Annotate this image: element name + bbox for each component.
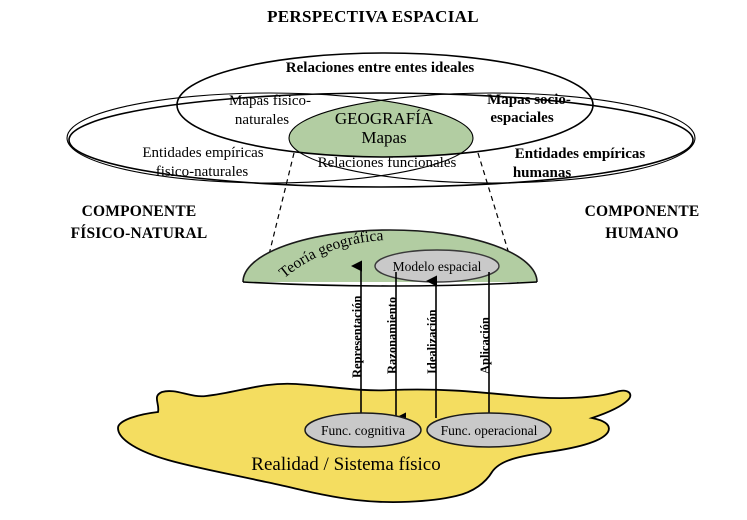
dashed-connector-right xyxy=(477,152,519,284)
label-component-physical-1: COMPONENTE xyxy=(82,203,197,220)
label-reality-system: Realidad / Sistema físico xyxy=(251,454,440,475)
label-func-operacional: Func. operacional xyxy=(441,423,538,438)
label-arrow-razonamiento: Razonamiento xyxy=(385,297,399,374)
label-empirical-human-2: humanas xyxy=(513,165,572,181)
label-arrow-representacion: Representación xyxy=(350,296,364,378)
label-empirical-human-1: Entidades empíricas xyxy=(515,146,646,162)
ellipse-physical-natural xyxy=(66,92,474,184)
label-maps: Mapas xyxy=(361,128,406,147)
page-title: PERSPECTIVA ESPACIAL xyxy=(267,7,479,26)
theory-dome-base xyxy=(242,281,538,287)
label-component-human-2: HUMANO xyxy=(605,225,679,242)
label-empirical-physical-2: fisico-naturales xyxy=(156,164,249,180)
label-empirical-physical-1: Entidades empíricas xyxy=(142,145,263,161)
label-maps-physical-natural-2: naturales xyxy=(235,112,289,128)
label-func-cognitiva: Func. cognitiva xyxy=(321,423,405,438)
ellipse-human xyxy=(288,92,696,184)
label-functional-relations: Relaciones funcionales xyxy=(318,155,457,171)
label-component-physical-2: FÍSICO-NATURAL xyxy=(71,225,208,242)
label-spatial-model: Modelo espacial xyxy=(393,259,482,274)
label-maps-socio-spatial-1: Mapas socio- xyxy=(487,92,571,108)
label-maps-physical-natural-1: Mapas fisico- xyxy=(229,93,311,109)
label-geography: GEOGRAFÍA xyxy=(335,109,434,128)
label-ideal-relations: Relaciones entre entes ideales xyxy=(286,60,475,76)
label-component-human-1: COMPONENTE xyxy=(585,203,700,220)
label-arrow-idealizacion: Idealización xyxy=(425,309,439,374)
label-arrow-aplicacion: Aplicación xyxy=(478,317,492,374)
ellipse-func-operacional xyxy=(426,412,552,448)
ellipse-func-cognitiva xyxy=(304,412,422,448)
ellipse-outer-empirical xyxy=(68,92,694,188)
label-maps-socio-spatial-2: espaciales xyxy=(490,110,553,126)
